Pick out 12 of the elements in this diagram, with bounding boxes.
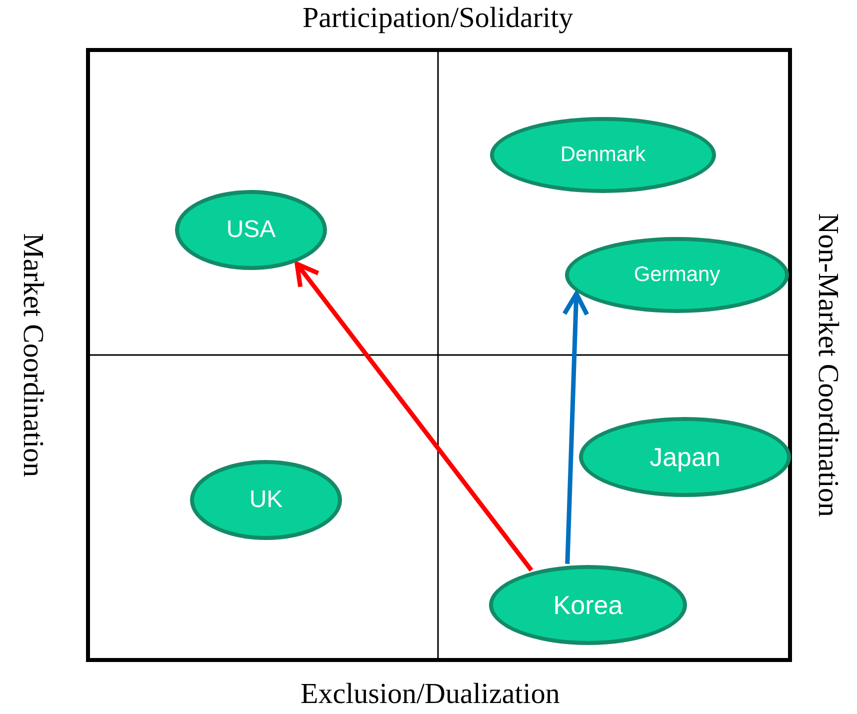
country-label: Germany <box>634 263 720 287</box>
country-label: Japan <box>650 442 720 472</box>
country-label: UK <box>249 486 283 514</box>
arrow <box>562 292 590 564</box>
axis-label: Non-Market Coordination <box>810 213 845 517</box>
arrow <box>294 262 534 572</box>
axis-label: Exclusion/Dualization <box>300 677 560 711</box>
country-label: Korea <box>553 590 623 620</box>
country-label: Denmark <box>560 143 646 167</box>
axis-label: Market Coordination <box>16 232 50 478</box>
axis-label: Participation/Solidarity <box>302 1 574 35</box>
country-label: USA <box>226 216 276 244</box>
